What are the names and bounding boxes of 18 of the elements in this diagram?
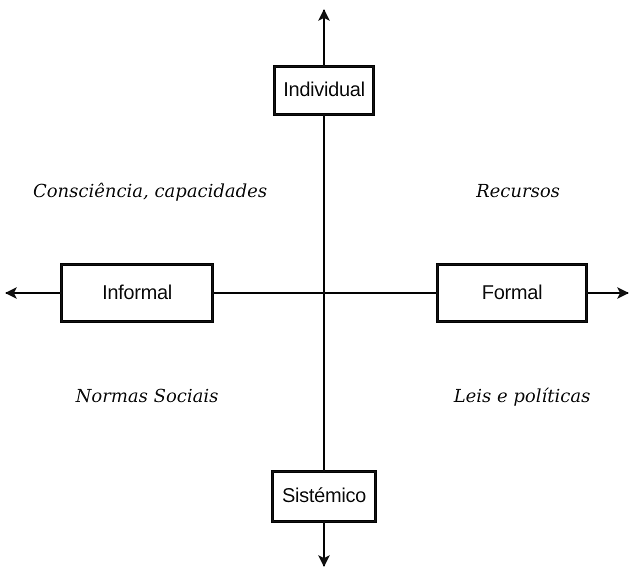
arrow <box>5 287 60 299</box>
quadrant-label: Recursos <box>476 181 560 202</box>
label-box <box>436 263 588 323</box>
label-box <box>273 65 375 116</box>
arrow <box>588 287 629 299</box>
connector-line <box>214 292 436 294</box>
box-label: Informal <box>102 282 172 304</box>
label-box <box>60 263 214 323</box>
quadrant-label: Consciência, capacidades <box>32 181 268 202</box>
box-label: Sistémico <box>282 485 366 508</box>
quadrant-label: Normas Sociais <box>76 386 218 407</box>
arrow <box>318 9 330 65</box>
arrow <box>318 523 330 567</box>
quadrant-label: Leis e políticas <box>454 386 590 407</box>
box-label: Formal <box>482 282 542 304</box>
box-label: Individual <box>283 79 365 102</box>
connector-line <box>323 116 325 470</box>
label-box <box>271 470 377 523</box>
